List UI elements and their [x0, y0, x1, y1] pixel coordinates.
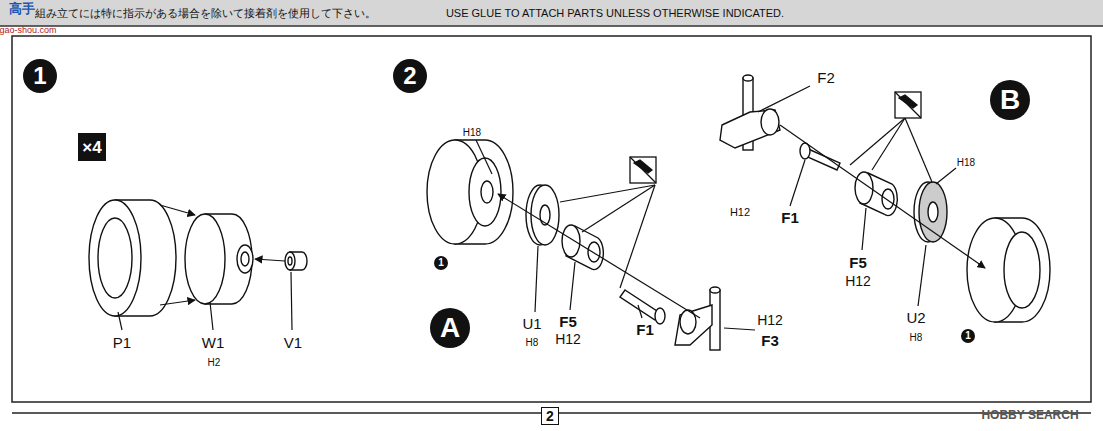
part-name: F3 — [760, 333, 780, 350]
paint-code: H18 — [462, 127, 482, 138]
part-name: V1 — [283, 335, 303, 352]
paint-code: H8 — [909, 332, 924, 343]
instruction-note: 組み立てには特に指示がある場合を除いて接着剤を使用して下さい。 — [35, 7, 376, 19]
part-name: F5 — [558, 314, 578, 331]
subassembly-marker: A — [430, 308, 470, 348]
node-text: 1 — [33, 64, 46, 88]
paint-code: H18 — [956, 157, 976, 168]
node-text: ×4 — [82, 139, 101, 156]
subassembly-marker: B — [990, 80, 1030, 120]
watermark: gao-shou.com — [0, 26, 57, 36]
part-name: F1 — [635, 322, 655, 339]
node-text: A — [440, 314, 460, 342]
part-name: U1 — [521, 316, 542, 333]
paint-code: H12 — [554, 332, 582, 347]
part-name: W1 — [201, 335, 226, 352]
step-reference: 1 — [961, 329, 975, 343]
step-reference: 1 — [434, 256, 448, 270]
watermark: 高手 — [9, 2, 35, 16]
paint-code: H12 — [729, 206, 751, 218]
paint-code: H2 — [207, 357, 222, 368]
paint-code: H12 — [844, 274, 872, 289]
quantity-badge: ×4 — [78, 133, 106, 161]
watermark: HOBBY SEARCH — [981, 409, 1078, 422]
part-name: P1 — [112, 335, 132, 352]
part-name: U2 — [905, 310, 926, 327]
page-number: 2 — [541, 407, 559, 425]
instruction-note: USE GLUE TO ATTACH PARTS UNLESS OTHERWIS… — [446, 7, 784, 19]
paint-code: H8 — [525, 337, 540, 348]
step-number: 1 — [23, 59, 57, 93]
part-name: F2 — [816, 70, 836, 87]
part-name: F5 — [848, 255, 868, 272]
node-text: 1 — [965, 331, 971, 341]
paint-code: H12 — [756, 313, 784, 328]
node-text: B — [1000, 86, 1020, 114]
step-number: 2 — [393, 59, 427, 93]
node-text: 1 — [438, 258, 444, 268]
part-name: F1 — [780, 210, 800, 227]
node-text: 2 — [546, 409, 554, 423]
node-text: 2 — [403, 64, 416, 88]
